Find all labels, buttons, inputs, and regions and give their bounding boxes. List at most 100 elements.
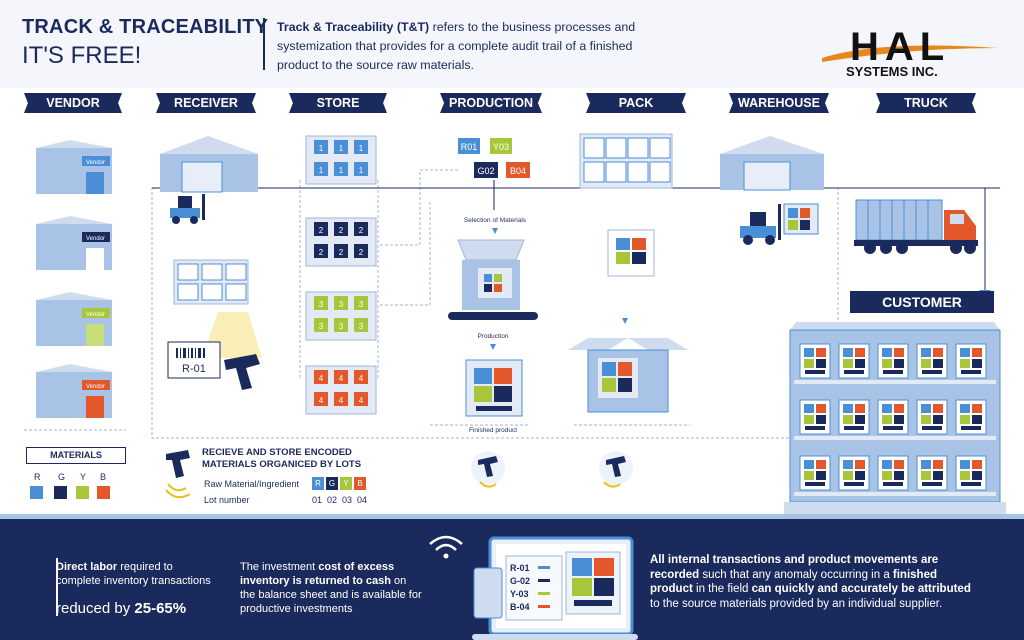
mat-letter-b: B: [100, 472, 107, 482]
logo-sub: SYSTEMS INC.: [846, 64, 938, 79]
production-scanner-icon: [471, 451, 505, 488]
shelf-number: 3: [339, 322, 344, 331]
vendor-building-4: Vendor: [36, 364, 112, 418]
stage-pack: PACK: [586, 93, 686, 113]
finished-product-box: [465, 359, 523, 417]
intro-text: Track & Traceability (T&T) refers to the…: [277, 18, 677, 75]
material-swatch-y: [76, 486, 89, 499]
shelf-number: 2: [319, 226, 324, 235]
vendor-building-2: Vendor: [36, 216, 112, 270]
stage-store: STORE: [289, 93, 387, 113]
stage-production: PRODUCTION: [440, 93, 542, 113]
production-machine: [448, 239, 538, 320]
shelf-number: 1: [339, 166, 344, 175]
lot-numbers: 01 02 03 04: [312, 495, 368, 505]
excess-b: on the balance sheet and is available fo…: [240, 575, 422, 615]
code-r01: R01: [461, 142, 478, 152]
barcode-label: R-01: [167, 341, 221, 379]
title-divider: [263, 18, 265, 70]
lots-title-line2: MATERIALS ORGANICED BY LOTS: [202, 459, 362, 470]
shelf-number: 4: [319, 396, 324, 405]
screen-code-r01: R-01: [510, 563, 530, 573]
open-box-icon: [568, 338, 688, 413]
code-g02: G02: [477, 166, 494, 176]
vendor-sign-4: Vendor: [86, 384, 105, 390]
shelf-number: 1: [359, 144, 364, 153]
customer-label: CUSTOMER: [850, 291, 994, 313]
header-background: [0, 0, 1024, 88]
excess-inventory-text: The investment cost of excess inventory …: [240, 560, 422, 616]
logo-main: HAL: [850, 25, 950, 69]
hal-logo: HAL SYSTEMS INC.: [820, 18, 1000, 82]
tx-bold2: finished product: [650, 568, 937, 596]
vendor-building-3: Vendor: [36, 292, 112, 346]
lot-number-label: Lot number: [204, 495, 250, 505]
shelf-number: 2: [319, 248, 324, 257]
customer-store-shelving: [784, 322, 1006, 516]
stage-vendor: VENDOR: [24, 93, 122, 113]
shelf-number: 3: [359, 300, 364, 309]
intro-rest: refers to the business processes and sys…: [277, 20, 636, 72]
shelf-number: 3: [319, 322, 324, 331]
finished-label: Finished product: [469, 427, 517, 434]
selection-label: Selection of Materials: [464, 217, 527, 224]
monitor-display: R-01 G-02 Y-03 B-04: [429, 535, 638, 640]
wifi-icon: [429, 535, 463, 559]
shelf-number: 4: [339, 374, 344, 383]
shelf-number: 4: [339, 396, 344, 405]
vendor-building-1: Vendor: [36, 140, 112, 194]
shelf-number: 1: [319, 166, 324, 175]
logo-swoosh-icon: HAL SYSTEMS INC.: [822, 25, 998, 79]
tx-c: to the source materials provided by an i…: [650, 597, 943, 610]
receiver-area: R-01: [160, 136, 262, 390]
excess-bold: cost of excess inventory is returned to …: [240, 561, 395, 587]
shelf-number: 4: [319, 374, 324, 383]
shelf-number: 4: [359, 396, 364, 405]
shelf-4: 4 4 4 4 4 4: [305, 365, 377, 415]
vendor-sign-2: Vendor: [86, 236, 105, 242]
shelf-number: 1: [359, 166, 364, 175]
lot-letter-b: B: [354, 477, 366, 490]
pack-scanner-icon: [599, 451, 633, 488]
reduced-pct: 25-65%: [134, 600, 187, 617]
reduced-prefix: reduced by: [56, 600, 135, 617]
page-title: TRACK & TRACEABILITY: [22, 16, 269, 38]
tx-b: in the field: [692, 583, 752, 595]
shelf-number: 1: [319, 144, 324, 153]
shelf-number: 2: [339, 248, 344, 257]
col1-divider: [56, 558, 58, 616]
pack-area: [568, 133, 688, 413]
intro-bold: Track & Traceability (T&T): [277, 20, 430, 34]
scan-label: R-01: [182, 363, 206, 375]
materials-legend-title: MATERIALS: [26, 447, 126, 464]
production-area: R01 Y03 G02 B04 Selection of Materials P…: [448, 138, 538, 434]
pack-product-card: [607, 229, 655, 277]
lot-letter-g: G: [326, 477, 338, 490]
mat-letter-y: Y: [80, 472, 87, 482]
shelf-number: 4: [359, 374, 364, 383]
lots-title-line1: RECIEVE AND STORE ENCODED: [202, 447, 352, 458]
production-label: Production: [477, 333, 508, 340]
tx-a: such that any anomaly occurring in a: [699, 568, 893, 581]
vendor-sign-3: Vendor: [86, 312, 105, 318]
direct-labor-bold: Direct labor: [56, 561, 118, 573]
mat-letter-g: G: [58, 472, 66, 482]
direct-labor-text: Direct labor required to complete invent…: [56, 560, 216, 588]
lots-scanner-icon: [165, 450, 191, 499]
lot-letter-y: Y: [340, 477, 352, 490]
mat-letter-r: R: [34, 472, 41, 482]
shelf-number: 3: [339, 300, 344, 309]
material-swatch-g: [54, 486, 67, 499]
transactions-text: All internal transactions and product mo…: [650, 553, 980, 611]
material-swatch-b: [97, 486, 110, 499]
screen-code-y03: Y-03: [510, 589, 529, 599]
forklift-icon: [170, 194, 205, 224]
warehouse-area: [720, 136, 824, 245]
shelf-number: 1: [339, 144, 344, 153]
tx-bold1: All internal transactions and product mo…: [650, 554, 939, 581]
warehouse-forklift-icon: [740, 203, 819, 245]
